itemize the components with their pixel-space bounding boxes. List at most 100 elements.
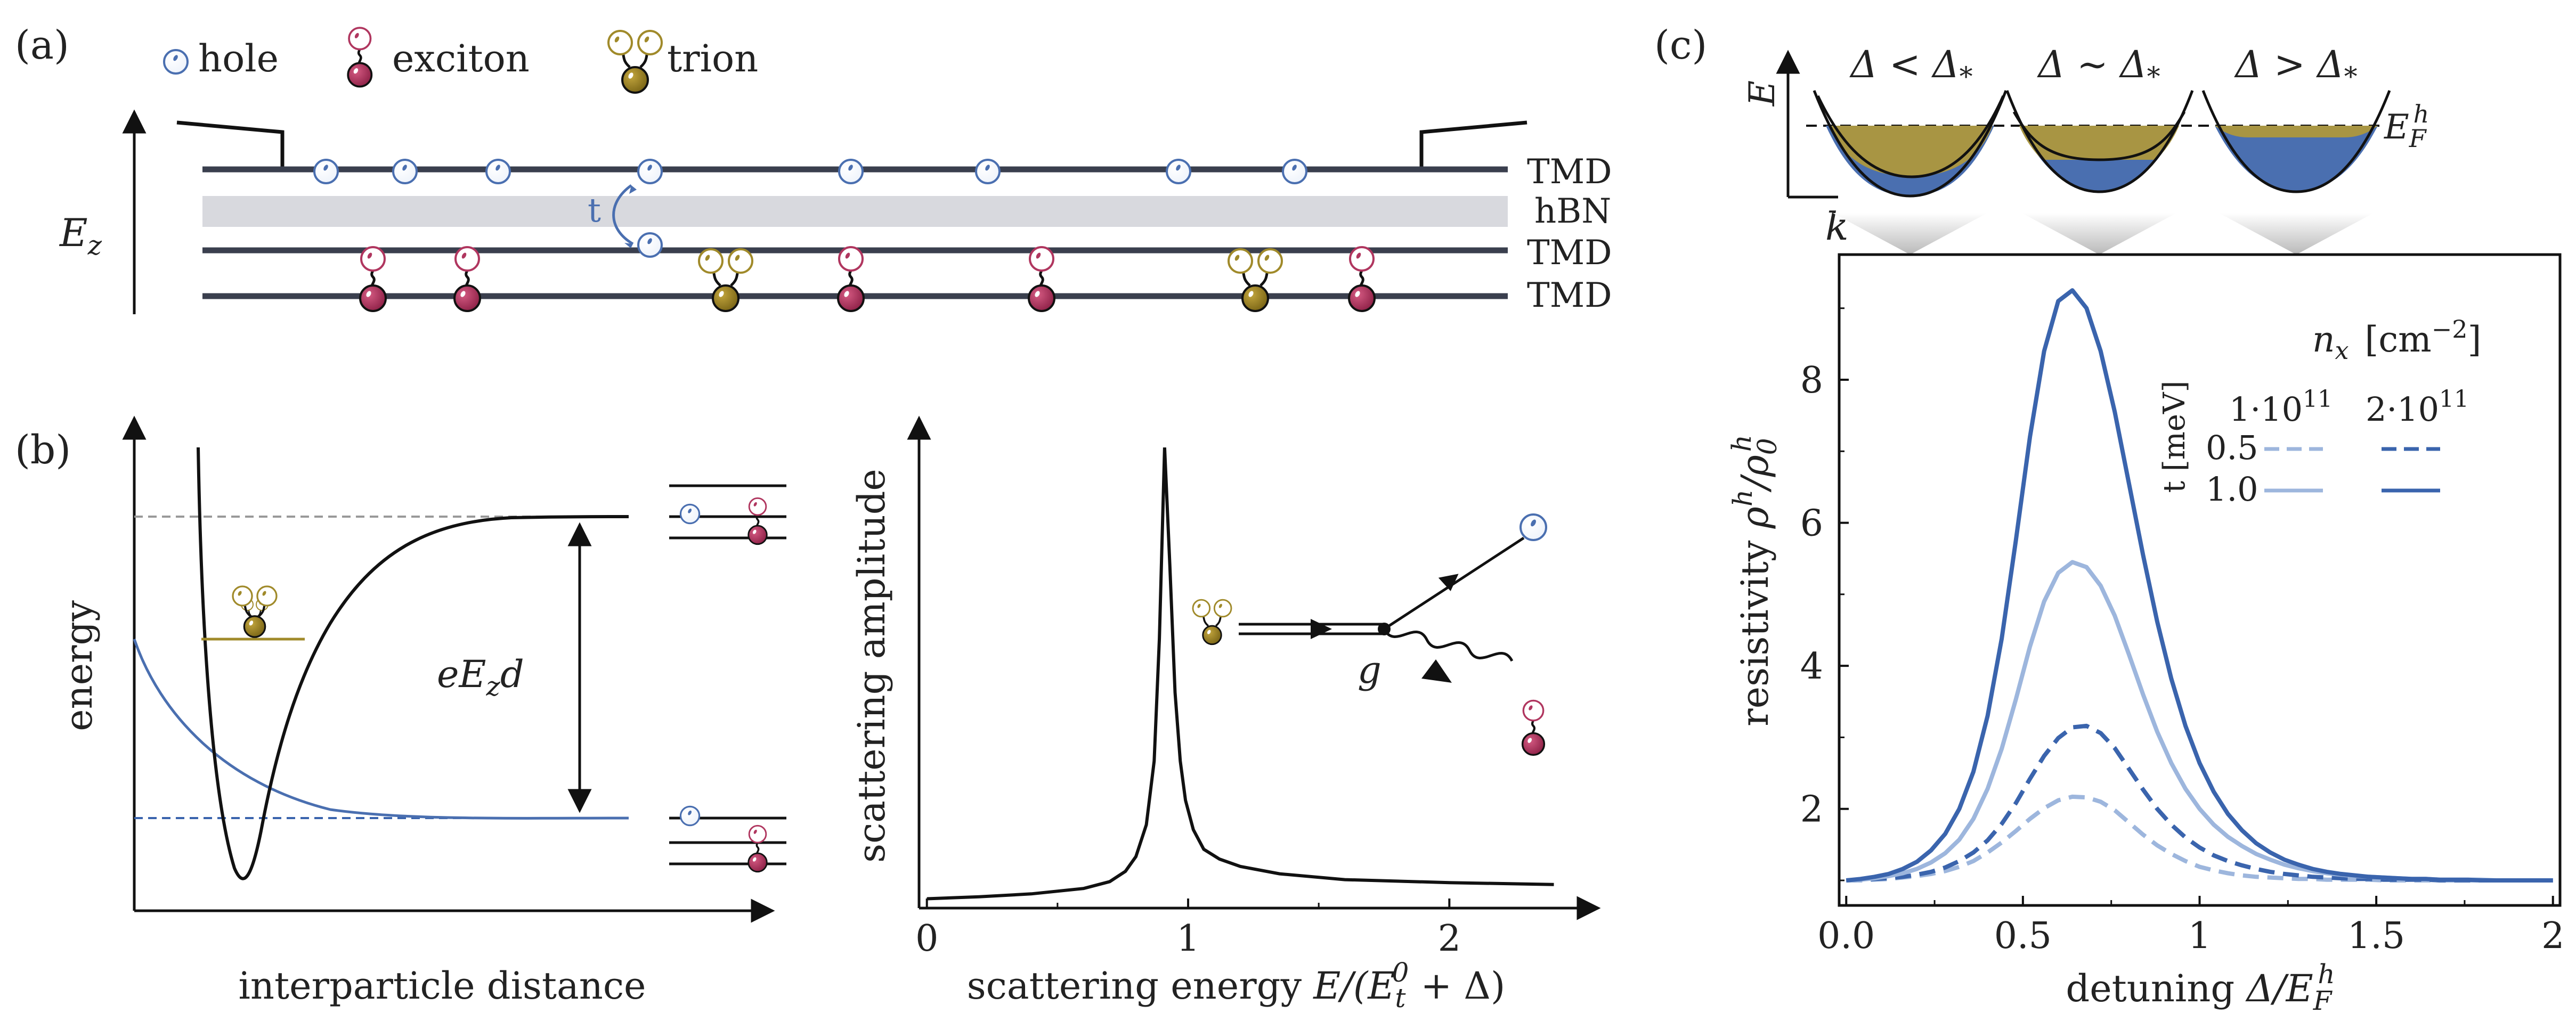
- series-line-2: [1846, 723, 2553, 883]
- energy-gap-label: eEzd: [437, 652, 524, 702]
- series-group: [1846, 288, 2553, 883]
- series-line-3: [1846, 560, 2553, 883]
- legend-trion-label: trion: [667, 37, 758, 80]
- legend-exciton-label: exciton: [392, 37, 530, 80]
- energy-axis-label: energy: [57, 600, 101, 731]
- hole-particle: [975, 159, 1001, 184]
- legend-a: hole exciton trion: [163, 28, 758, 93]
- k-axis-label: k: [1825, 204, 1849, 249]
- tunneling-arrow: [612, 184, 634, 246]
- panel-b-left: (b) energy interparticle distance eEzd: [15, 415, 786, 1008]
- lower-potential-curve: [133, 639, 629, 820]
- y-tick-label: 6: [1800, 503, 1823, 545]
- upper-potential-curve: [197, 447, 629, 880]
- coupling-label: g: [1358, 648, 1382, 692]
- level-scheme-lower: [669, 805, 786, 873]
- resistivity-plot: 0.0 0.5 1 1.5 2 2 4 6 8 detuning Δ/EFh resistivi…: [1726, 253, 2564, 1016]
- x-tick-label: 2: [2541, 915, 2564, 957]
- funnel-above: [2219, 213, 2374, 255]
- field-label: Ez: [59, 210, 102, 261]
- x-tick-label: 0.0: [1817, 915, 1875, 957]
- legend-title: nx[cm−2]: [2312, 315, 2481, 365]
- legend-row-label: 1.0: [2206, 470, 2258, 509]
- hole-particle: [1166, 159, 1191, 184]
- scattering-energy-axis-label: scattering energy E/(Et0 + Δ): [967, 957, 1506, 1014]
- legend-col2-label: 2·1011: [2366, 386, 2469, 429]
- layer-label-tmd-bottom: TMD: [1527, 276, 1612, 315]
- axis-ticks: 0.0 0.5 1 1.5 2 2 4 6 8: [1800, 307, 2564, 957]
- series-line-1: [1846, 794, 2553, 883]
- x-tick-label: 1: [1176, 918, 1199, 960]
- panel-a: (a) hole exciton trion Ez TMD hBN TMD TM…: [15, 22, 1612, 315]
- exciton-propagator: [1383, 628, 1514, 662]
- x-tick-label: 1: [2188, 915, 2211, 957]
- regime-label-above: Δ > Δ*: [2233, 43, 2357, 92]
- exciton-particle: [838, 247, 864, 311]
- series-line-4: [1846, 288, 2553, 883]
- x-tick-label: 0: [915, 918, 938, 960]
- hole-icon: [163, 49, 189, 75]
- tunneling-label: t: [588, 191, 601, 230]
- hole-icon: [1519, 513, 1547, 541]
- band-diagram-above: Δ > Δ*: [2201, 43, 2391, 193]
- panel-label-c: (c): [1654, 22, 1707, 68]
- hole-particle: [392, 159, 418, 184]
- scattering-amplitude-curve: [927, 447, 1554, 901]
- x-axis-label: detuning Δ/EFh: [2066, 959, 2335, 1016]
- panel-b-right: scattering amplitude scattering energy E…: [850, 415, 1601, 1014]
- y-axis-label: resistivity ρh/ρ0h: [1726, 435, 1783, 726]
- y-tick-label: 8: [1800, 360, 1823, 402]
- hole-particle: [313, 159, 339, 184]
- trion-particle: [699, 249, 752, 311]
- legend-col1-label: 1·1011: [2229, 386, 2333, 429]
- band-diagram-below: Δ < Δ*: [1813, 43, 2008, 198]
- exciton-particle: [360, 247, 386, 311]
- exciton-icon: [1523, 700, 1545, 755]
- trion-icon: [1192, 599, 1232, 646]
- level-scheme-upper: [669, 484, 786, 545]
- hole-icon: [679, 503, 701, 525]
- y-tick-label: 2: [1800, 789, 1823, 831]
- exciton-particle: [454, 247, 480, 311]
- exciton-icon: [348, 28, 371, 86]
- legend-hole-label: hole: [198, 37, 279, 80]
- hole-particle: [1282, 159, 1307, 184]
- hole-particle: [485, 159, 511, 184]
- feynman-diagram: g: [1192, 513, 1547, 755]
- trion-icon: [608, 31, 662, 93]
- fermi-level-label: EFh: [2384, 100, 2429, 153]
- y-tick-label: 4: [1800, 646, 1823, 688]
- regime-label-below: Δ < Δ*: [1849, 43, 1972, 92]
- x-tick-label: 0.5: [1994, 915, 2052, 957]
- panel-c-top: (c) E k EFh Δ < Δ* Δ ∼ Δ* Δ > Δ*: [1654, 22, 2429, 255]
- panel-label-a: (a): [15, 22, 69, 68]
- layer-label-hbn: hBN: [1534, 192, 1611, 231]
- band-diagram-resonant: Δ ∼ Δ*: [2005, 43, 2194, 193]
- E-axis-label: E: [1742, 80, 1783, 107]
- hbn-layer: [202, 196, 1508, 227]
- exciton-icon: [747, 497, 768, 545]
- regime-label-resonant: Δ ∼ Δ*: [2036, 43, 2160, 92]
- legend-row-label: 0.5: [2206, 428, 2258, 467]
- x-tick-label: 2: [1438, 918, 1461, 960]
- exciton-icon: [747, 824, 768, 873]
- funnel-resonant: [2022, 213, 2176, 255]
- gate-left: [176, 120, 285, 168]
- trion-particle: [1229, 249, 1282, 311]
- hole-particle: [637, 232, 663, 258]
- layer-label-tmd-top: TMD: [1527, 152, 1612, 192]
- amplitude-ticks: 0 1 2: [915, 899, 1461, 960]
- exciton-particle: [1029, 247, 1054, 311]
- exciton-particle: [1349, 247, 1375, 311]
- hole-particle: [637, 159, 663, 184]
- legend-row-axis: t [meV]: [2157, 381, 2192, 493]
- plot-legend: nx[cm−2] 1·1011 2·1011 t [meV] 0.5 1.0: [2157, 315, 2481, 509]
- layer-label-tmd-middle: TMD: [1527, 233, 1612, 273]
- funnel-below: [1833, 213, 1987, 255]
- distance-axis-label: interparticle distance: [239, 964, 646, 1008]
- x-tick-label: 1.5: [2347, 915, 2405, 957]
- trion-icon: [233, 586, 277, 637]
- hole-icon: [679, 805, 701, 827]
- gate-right: [1419, 120, 1527, 168]
